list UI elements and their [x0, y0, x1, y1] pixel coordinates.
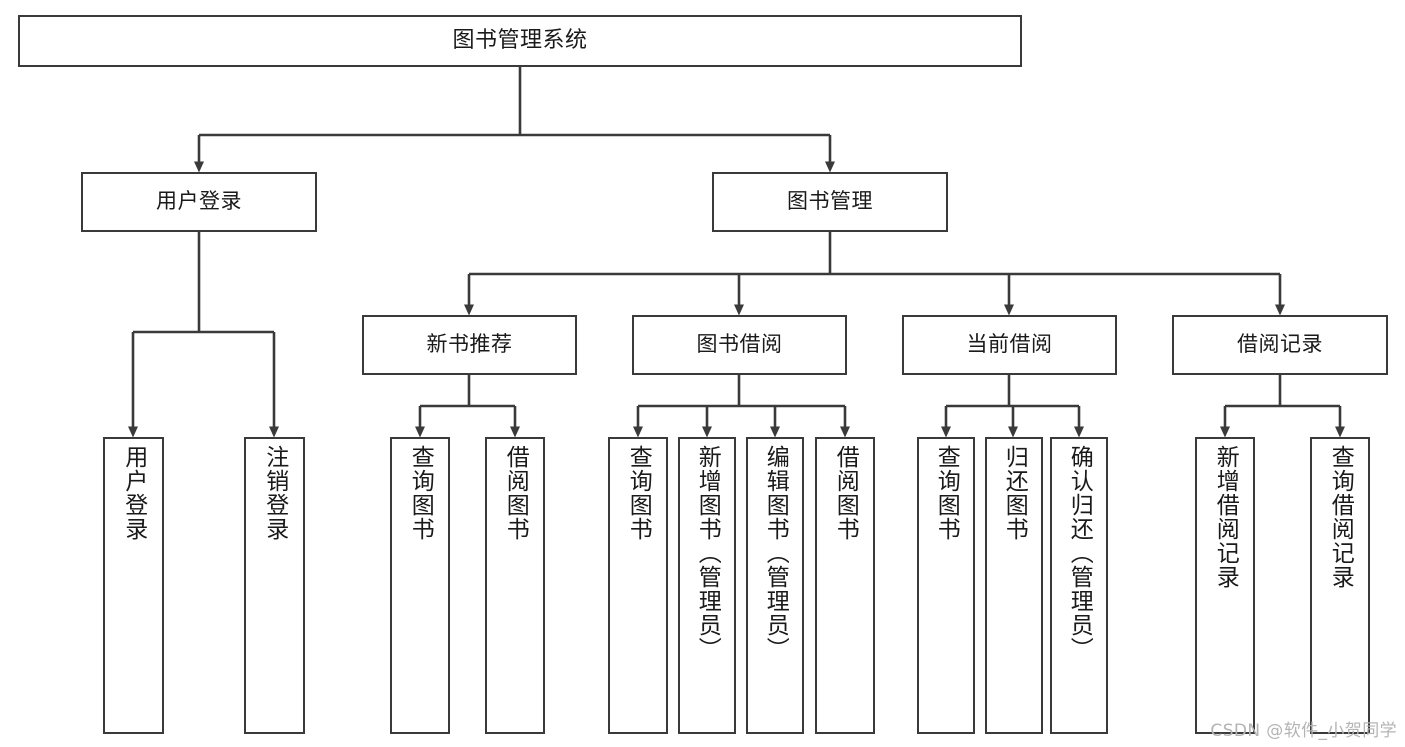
leaf-query-books-current[interactable]: 查询图书 [917, 437, 975, 734]
leaf-borrow-books-recommendation[interactable]: 借阅图书 [485, 437, 545, 734]
node-label: 新增借阅记录 [1212, 445, 1239, 589]
leaf-borrow-books[interactable]: 借阅图书 [815, 437, 875, 734]
node-label: 编辑图书（管理员） [762, 445, 789, 661]
leaf-add-borrowing-record[interactable]: 新增借阅记录 [1195, 437, 1255, 734]
leaf-return-books[interactable]: 归还图书 [985, 437, 1043, 734]
node-borrowing-records[interactable]: 借阅记录 [1172, 315, 1388, 375]
node-label: 查询图书 [625, 445, 652, 541]
node-current-borrowing[interactable]: 当前借阅 [902, 315, 1117, 375]
node-label: 确认归还（管理员） [1066, 445, 1093, 661]
node-label: 新增图书（管理员） [694, 445, 721, 661]
node-label: 新书推荐 [426, 332, 513, 357]
node-label: 用户登录 [120, 445, 147, 541]
node-label: 图书借阅 [696, 332, 783, 357]
node-new-book-recommendation[interactable]: 新书推荐 [362, 315, 577, 375]
node-label: 图书管理 [787, 189, 873, 214]
leaf-query-books-borrowing[interactable]: 查询图书 [608, 437, 668, 734]
node-label: 查询图书 [407, 445, 434, 541]
node-label: 查询借阅记录 [1327, 445, 1354, 589]
node-book-borrowing[interactable]: 图书借阅 [632, 315, 847, 375]
leaf-query-borrowing-record[interactable]: 查询借阅记录 [1310, 437, 1370, 734]
leaf-edit-book-admin[interactable]: 编辑图书（管理员） [746, 437, 804, 734]
node-book-management-system[interactable]: 图书管理系统 [18, 15, 1022, 67]
node-label: 借阅图书 [832, 445, 859, 541]
leaf-user-login[interactable]: 用户登录 [103, 437, 164, 734]
leaf-query-books-recommendation[interactable]: 查询图书 [390, 437, 450, 734]
node-label: 当前借阅 [966, 332, 1053, 357]
node-label: 借阅图书 [502, 445, 529, 541]
leaf-add-book-admin[interactable]: 新增图书（管理员） [678, 437, 736, 734]
node-label: 图书管理系统 [452, 27, 588, 53]
node-label: 归还图书 [1001, 445, 1028, 541]
node-label: 注销登录 [261, 445, 288, 541]
leaf-logout[interactable]: 注销登录 [244, 437, 305, 734]
watermark: CSDN @软件_小贺同学 [1210, 721, 1397, 741]
node-label: 用户登录 [156, 189, 242, 214]
node-book-management[interactable]: 图书管理 [712, 172, 948, 232]
leaf-confirm-return-admin[interactable]: 确认归还（管理员） [1050, 437, 1108, 734]
node-label: 查询图书 [933, 445, 960, 541]
node-label: 借阅记录 [1237, 332, 1323, 357]
node-user-login[interactable]: 用户登录 [81, 172, 317, 232]
